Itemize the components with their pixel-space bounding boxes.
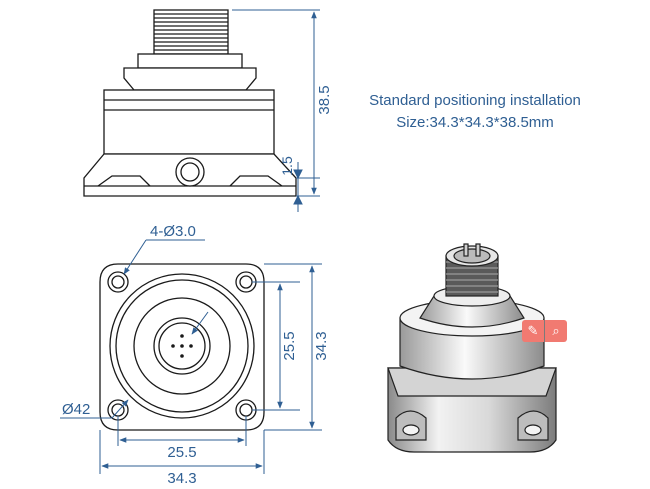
side-connector-thread [153,9,229,55]
side-collar [137,53,243,69]
connector-pins [171,334,193,358]
side-shoulder [123,67,257,91]
top-body-outer [109,273,255,419]
dim-label-v-25-5: 25.5 [281,331,298,360]
top-connector [153,317,211,375]
dim-label-v-34-3: 34.3 [313,331,330,360]
dim-label-h-34-3: 34.3 [167,470,196,487]
render-connector [445,243,499,297]
dim-label-base-thickness: 1.5 [279,156,295,176]
product-render [387,243,557,453]
edit-icon[interactable]: ✎ [522,320,544,342]
side-base-slot-left [97,175,151,187]
top-view [99,263,265,431]
side-base-slot-right [229,175,283,187]
side-screw-head [175,157,205,187]
caption-title: Standard positioning installation [369,92,581,109]
side-body [103,89,275,155]
top-dimensions [60,239,322,474]
dim-label-diameter: Ø42 [62,401,90,418]
side-view [83,9,297,197]
caption-size: Size:34.3*34.3*38.5mm [396,114,554,131]
dim-label-holes: 4-Ø3.0 [150,223,196,240]
dim-label-h-25-5: 25.5 [167,444,196,461]
dim-label-height: 38.5 [316,85,333,114]
side-dimensions [232,9,320,212]
search-icon[interactable]: ⌕ [545,320,567,342]
